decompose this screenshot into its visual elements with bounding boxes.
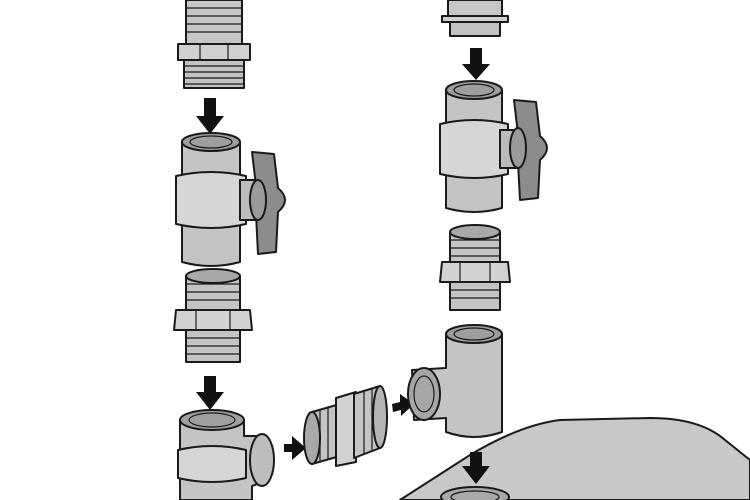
ball-valve-right bbox=[439, 80, 548, 213]
arrow-nipple-to-tee bbox=[392, 394, 414, 416]
arrow-elbow-to-nipple bbox=[284, 436, 306, 460]
ball-valve-left bbox=[175, 132, 286, 267]
arrow-into-elbow bbox=[196, 376, 224, 410]
tee-fitting bbox=[407, 324, 503, 438]
arrow-into-valve-right bbox=[462, 48, 490, 80]
adapter-top-left bbox=[177, 0, 251, 89]
hex-nipple-middle bbox=[303, 385, 388, 467]
hex-nipple-right bbox=[439, 224, 511, 311]
adapter-top-right bbox=[441, 0, 509, 37]
arrow-into-tank bbox=[462, 452, 490, 484]
tank-outlet bbox=[399, 417, 750, 500]
hex-nipple-left bbox=[173, 268, 253, 363]
arrow-into-valve-left bbox=[196, 98, 224, 134]
elbow-90 bbox=[177, 409, 275, 500]
